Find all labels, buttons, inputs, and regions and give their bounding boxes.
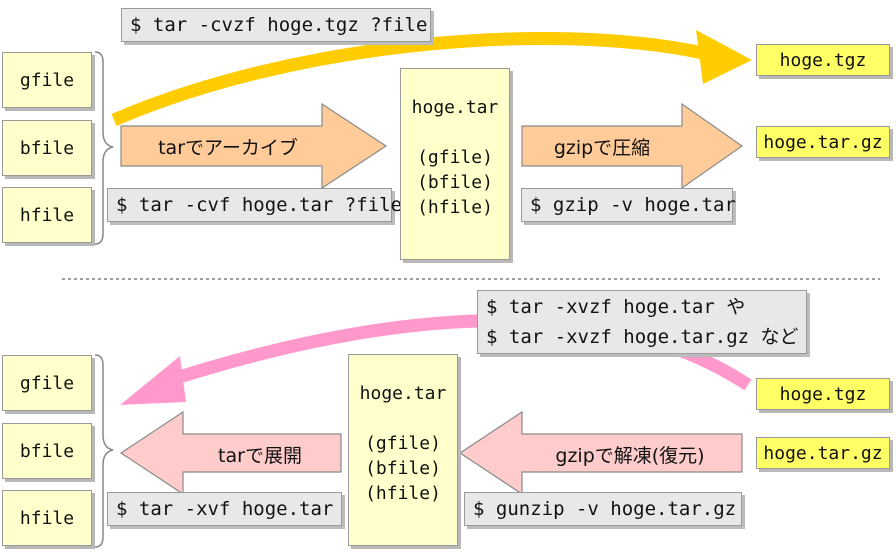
- extract-command-line2: $ tar -xvzf hoge.tar.gz など: [486, 326, 799, 348]
- bottom-tar-name: hoge.tar: [359, 383, 447, 404]
- output-hoge-tgz: hoge.tgz: [756, 44, 890, 76]
- tar-extract-label: tarで展開: [218, 444, 302, 467]
- bottom-file-gfile: gfile: [2, 355, 92, 411]
- extract-command-line1: $ tar -xvzf hoge.tar や: [486, 296, 746, 318]
- extract-shortcut-arrowhead: [120, 356, 186, 405]
- top-file-hfile: hfile: [2, 187, 92, 243]
- gunzip-command: $ gunzip -v hoge.tar.gz: [464, 492, 742, 526]
- top-file-bfile: bfile: [2, 120, 92, 176]
- bottom-file-bfile: bfile: [2, 423, 92, 479]
- top-tar-name: hoge.tar: [411, 97, 499, 118]
- top-file-gfile: gfile: [2, 52, 92, 108]
- tar-extract-command: $ tar -xvf hoge.tar: [107, 492, 342, 526]
- gzip-compress-command: $ gzip -v hoge.tar: [521, 188, 736, 222]
- gzip-compress-label: gzipで圧縮: [553, 136, 651, 159]
- tar-archive-arrow: [120, 102, 388, 190]
- tar-extract-arrow: [119, 410, 342, 496]
- bottom-file-hfile: hfile: [2, 490, 92, 546]
- tar-archive-command: $ tar -cvf hoge.tar ?file: [107, 188, 402, 222]
- input-hoge-tgz: hoge.tgz: [756, 378, 890, 410]
- tar-archive-label: tarでアーカイブ: [158, 136, 298, 159]
- top-tar-item-hfile: (hfile): [417, 197, 493, 218]
- gunzip-decompress-arrow: [458, 410, 743, 496]
- input-hoge-tar-gz: hoge.tar.gz: [756, 437, 890, 469]
- top-tar-item-gfile: (gfile): [417, 147, 493, 168]
- gunzip-decompress-label: gzipで解凍(復元): [555, 444, 705, 467]
- compress-shortcut-curve: [111, 31, 714, 126]
- bottom-tar-item-hfile: (hfile): [365, 483, 441, 504]
- bottom-tar-archive: hoge.tar (gfile) (bfile) (hfile): [348, 354, 458, 546]
- gzip-compress-arrow: [521, 102, 744, 190]
- compress-shortcut-arrowhead: [696, 30, 752, 84]
- output-hoge-tar-gz: hoge.tar.gz: [756, 126, 890, 158]
- top-tar-archive: hoge.tar (gfile) (bfile) (hfile): [400, 68, 510, 260]
- extract-combined-command: $ tar -xvzf hoge.tar や $ tar -xvzf hoge.…: [477, 290, 807, 354]
- bottom-tar-item-gfile: (gfile): [365, 433, 441, 454]
- bottom-brace: [94, 354, 114, 548]
- top-brace: [94, 51, 114, 245]
- compress-combined-command: $ tar -cvzf hoge.tgz ?file: [121, 8, 431, 42]
- top-tar-item-bfile: (bfile): [417, 172, 493, 193]
- bottom-tar-item-bfile: (bfile): [365, 458, 441, 479]
